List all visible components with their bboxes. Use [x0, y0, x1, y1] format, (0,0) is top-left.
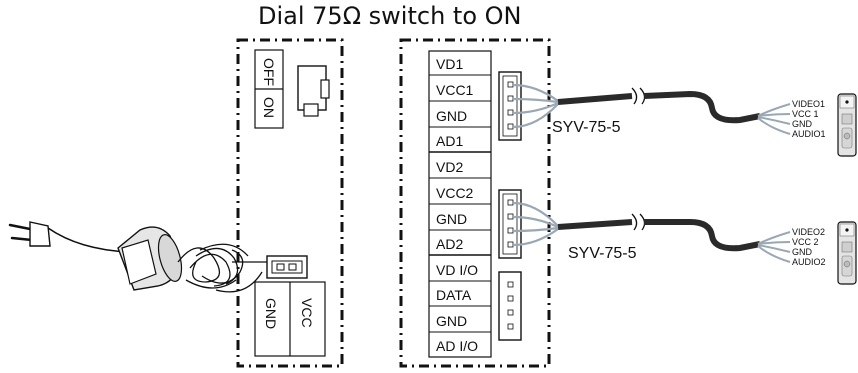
door-station-2 [837, 221, 857, 285]
cable-2: SYV-75-5 [512, 201, 791, 263]
terminal-rows [429, 74, 491, 333]
diagram-title: Dial 75Ω switch to ON [258, 2, 522, 30]
cable-1-type-label: SYV-75-5 [552, 119, 621, 136]
terminal-label-vd1: VD1 [436, 56, 463, 72]
switch-on-label: ON [261, 97, 277, 118]
terminal-label-vd2: VD2 [436, 159, 463, 175]
terminal-label-gnd-1: GND [436, 108, 467, 124]
wire-label-gnd-1: GND [792, 119, 813, 129]
switch-off-label: OFF [261, 58, 277, 86]
terminal-label-ad-io: AD I/O [436, 338, 478, 354]
door-station-1 [837, 93, 857, 157]
wire-label-video2: VIDEO2 [792, 227, 825, 237]
cable-1: SYV-75-5 [512, 83, 791, 136]
wire-label-video1: VIDEO1 [792, 99, 825, 109]
monitor-right-panel [399, 38, 551, 368]
monitor-left-panel [236, 38, 344, 368]
power-connector [266, 255, 308, 279]
terminal-label-gnd-2: GND [436, 211, 467, 227]
termination-switch[interactable]: OFF ON [254, 49, 330, 129]
terminal-label-vd-io: VD I/O [436, 262, 478, 278]
terminal-label-ad1: AD1 [436, 133, 463, 149]
cable-2-type-label: SYV-75-5 [568, 245, 637, 262]
wire-label-vcc-1: VCC 1 [792, 109, 819, 119]
cable-1-wire-labels: VIDEO1 VCC 1 GND AUDIO1 [792, 99, 826, 139]
power-adapter [8, 221, 183, 291]
wire-label-audio2: AUDIO2 [792, 257, 826, 267]
terminal-labels: VD1 VCC1 GND AD1 VD2 VCC2 GND AD2 VD I/O… [436, 56, 478, 354]
wire-label-vcc-2: VCC 2 [792, 237, 819, 247]
wire-label-audio1: AUDIO1 [792, 129, 826, 139]
terminal-label-vcc1: VCC1 [436, 82, 474, 98]
connector-door1 [498, 71, 522, 141]
wire-label-gnd-2: GND [792, 247, 813, 257]
connector-io [498, 271, 522, 341]
power-vcc-label: VCC [299, 298, 315, 328]
terminal-label-vcc2: VCC2 [436, 185, 474, 201]
switch-knob [320, 79, 330, 99]
power-terminal: GND VCC [254, 281, 326, 357]
coiled-power-cord [177, 243, 267, 293]
terminal-label-gnd-3: GND [436, 313, 467, 329]
terminal-label-ad2: AD2 [436, 236, 463, 252]
power-gnd-label: GND [263, 298, 279, 329]
connector-door2 [498, 189, 522, 259]
terminal-label-data: DATA [436, 287, 472, 303]
cable-2-wire-labels: VIDEO2 VCC 2 GND AUDIO2 [792, 227, 826, 267]
